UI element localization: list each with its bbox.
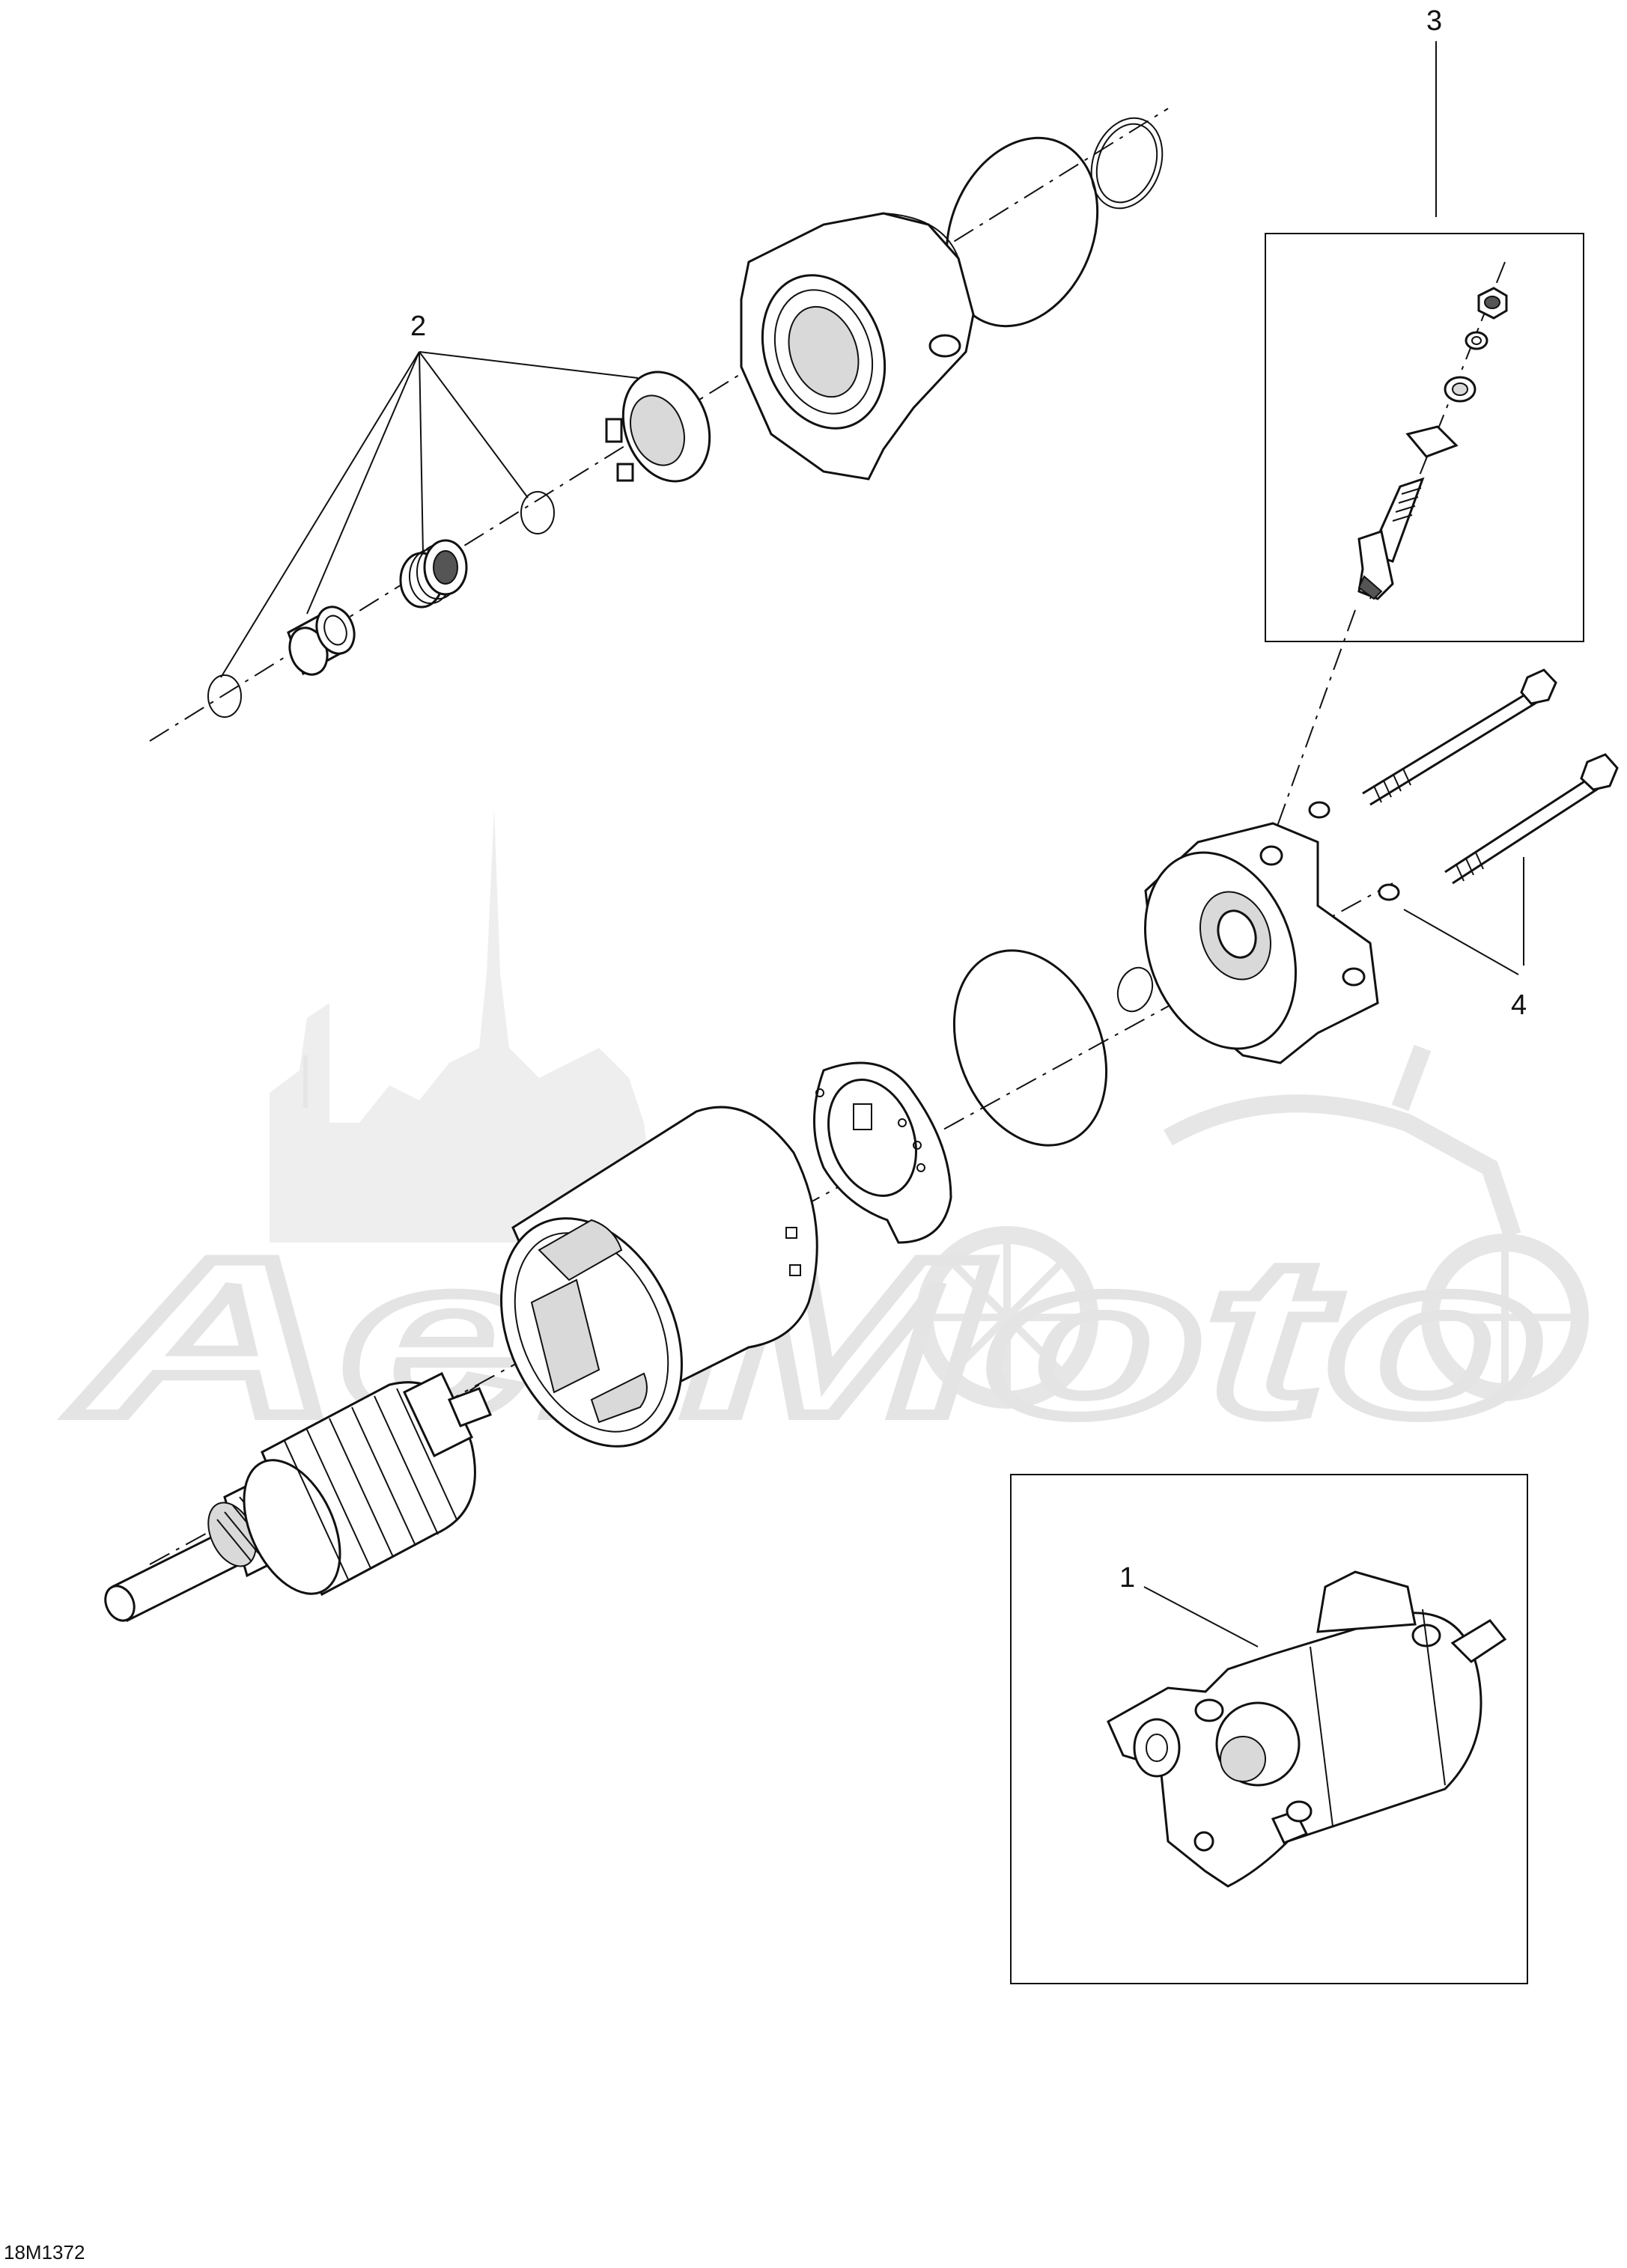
small-o-ring-top: [1090, 117, 1164, 210]
large-o-ring-middle: [952, 949, 1108, 1147]
callout-3: 3: [1426, 5, 1442, 217]
through-bolt-lower: [1444, 753, 1619, 885]
callout-3-label: 3: [1426, 5, 1442, 37]
armature: [104, 1371, 492, 1623]
callout-4-label: 4: [1511, 990, 1527, 1021]
snap-ring-right: [520, 491, 555, 534]
watermark-flagpole: [303, 1055, 308, 1108]
commutator-end-housing: [1143, 822, 1379, 1064]
spring: [399, 539, 468, 609]
washer-small: [1465, 331, 1488, 350]
terminal-kit: [1357, 287, 1508, 600]
large-o-ring-top: [945, 136, 1099, 328]
terminal-plate: [1405, 425, 1459, 458]
yoke-housing: [500, 1106, 818, 1448]
starter-assembly: [1107, 1570, 1507, 1888]
axis-upper: [149, 108, 1169, 742]
pinion-gear: [605, 371, 711, 483]
watermark-motorcycle: [916, 1044, 1589, 1409]
diagram-code: 18M1372: [4, 2241, 85, 2264]
callout-1: 1: [1119, 1562, 1259, 1647]
assembly-box: [1010, 1474, 1528, 1984]
terminal-kit-box: [1265, 233, 1584, 642]
lock-washer-upper: [1308, 801, 1331, 819]
watermark-skyline: [270, 808, 659, 1243]
through-bolt-upper: [1362, 668, 1557, 806]
lock-washer-lower: [1378, 883, 1400, 901]
callout-1-label: 1: [1119, 1562, 1135, 1594]
brush-plate: [813, 1061, 952, 1244]
drive-end-housing: [740, 212, 975, 481]
callout-2: 2: [220, 311, 639, 678]
callout-2-label: 2: [410, 311, 426, 342]
callout-4: 4: [1403, 857, 1527, 1021]
small-o-ring-middle: [1116, 966, 1154, 1013]
stop-collar: [287, 606, 356, 676]
snap-ring-left: [207, 674, 242, 718]
